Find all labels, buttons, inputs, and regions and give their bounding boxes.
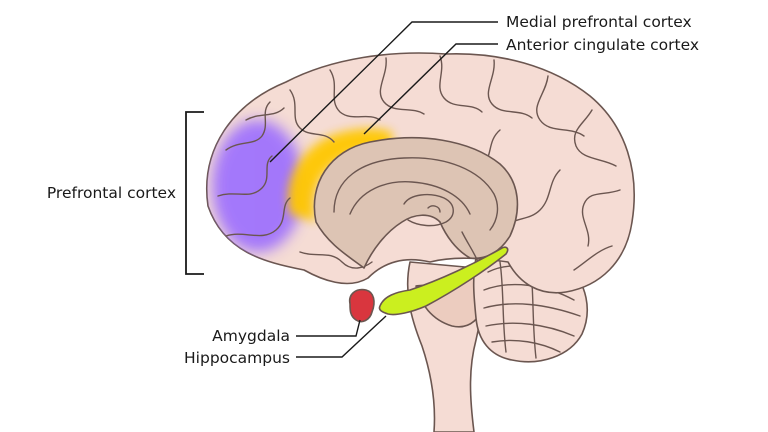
midbrain-line [461, 231, 479, 263]
label-amygdala: Amygdala [212, 327, 290, 345]
prefrontal-highlight [212, 120, 304, 252]
corpus-callosum [333, 157, 499, 231]
thalamus [403, 193, 454, 227]
leader-anterior-cingulate [363, 43, 498, 135]
label-anterior-cingulate: Anterior cingulate cortex [506, 36, 699, 54]
leader-hippocampus [296, 315, 387, 358]
prefrontal-bracket [185, 111, 204, 275]
leader-amygdala [296, 319, 361, 337]
label-prefrontal: Prefrontal cortex [47, 184, 176, 202]
amygdala [348, 288, 375, 323]
label-hippocampus: Hippocampus [184, 349, 290, 367]
label-medial-prefrontal: Medial prefrontal cortex [506, 13, 692, 31]
hippocampus [378, 246, 509, 316]
cortex-folds [217, 55, 621, 271]
leader-medial-prefrontal [269, 21, 498, 163]
fornix [349, 181, 471, 215]
